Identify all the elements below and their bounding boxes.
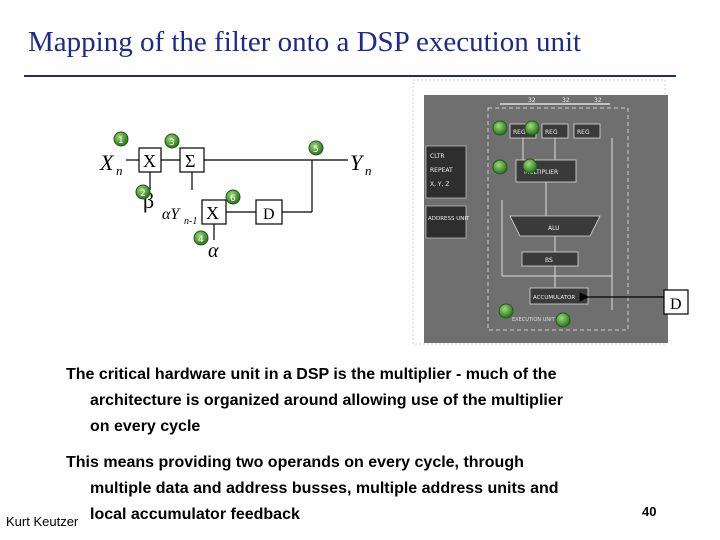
para2-line3: local accumulator feedback <box>90 506 300 523</box>
photo-step-marker-1 <box>492 120 508 136</box>
paragraph-operands: This means providing two operands on eve… <box>66 450 666 528</box>
input-x-subscript: n <box>116 163 123 178</box>
register-3 <box>573 123 601 139</box>
address-unit-label: ADDRESS UNIT <box>428 216 470 222</box>
step-marker-2: 2 <box>135 184 151 200</box>
feedback-label: αY <box>162 206 181 223</box>
bs-label: BS <box>545 257 553 264</box>
multiplier-1-symbol: X <box>143 151 156 171</box>
cltr-label: CLTR <box>430 153 445 160</box>
svg-text:REG: REG <box>545 129 558 136</box>
beta-coefficient: β <box>143 188 154 213</box>
step-marker-5: 5 <box>308 140 324 156</box>
alpha-coefficient: α <box>208 240 219 262</box>
title-underline <box>24 75 676 77</box>
svg-text:5: 5 <box>313 145 319 155</box>
barrel-shifter-block <box>521 251 579 267</box>
para2-line2: multiple data and address busses, multip… <box>90 480 559 497</box>
execution-unit-outline <box>487 107 629 331</box>
svg-text:2: 2 <box>140 189 146 199</box>
para2-line1: This means providing two operands on eve… <box>66 454 524 471</box>
output-y-label: Y <box>350 150 365 175</box>
filter-signal-flow-graph: X n X β Σ Y n αY n-1 X α D <box>99 131 372 262</box>
multiplier-2-symbol: X <box>206 203 219 223</box>
multiplier-label: MULTIPLIER <box>524 169 558 176</box>
delay-symbol: D <box>263 206 275 223</box>
photo-step-marker-3 <box>492 159 508 175</box>
photo-step-marker-5 <box>498 303 514 319</box>
delay-callout-label: D <box>670 296 682 313</box>
page-number: 40 <box>642 504 657 519</box>
svg-text:1: 1 <box>118 136 124 146</box>
svg-text:REG: REG <box>577 129 590 136</box>
step-marker-3: 3 <box>164 133 180 149</box>
slide-title: Mapping of the filter onto a DSP executi… <box>28 26 582 58</box>
repeat-label: REPEAT <box>430 167 453 174</box>
photo-step-marker-2 <box>524 120 540 136</box>
address-unit-block <box>425 205 467 239</box>
step-marker-4: 4 <box>193 230 209 246</box>
bus-width-3: 32 <box>594 97 602 104</box>
para1-line3: on every cycle <box>90 418 201 435</box>
svg-text:3: 3 <box>169 138 175 148</box>
alu-label: ALU <box>548 225 560 232</box>
bus-width-1: 32 <box>528 97 536 104</box>
execution-unit-label: EXECUTION UNIT <box>512 317 556 323</box>
feedback-subscript: n-1 <box>184 216 197 227</box>
paragraph-multiplier: The critical hardware unit in a DSP is t… <box>66 362 666 440</box>
author-name: Kurt Keutzer <box>6 514 79 529</box>
bus-width-2: 32 <box>562 97 570 104</box>
sum-symbol: Σ <box>185 151 195 171</box>
para1-line1: The critical hardware unit in a DSP is t… <box>66 366 557 383</box>
svg-text:REG: REG <box>513 129 526 136</box>
dsp-execution-unit-figure: 32 32 32 CLTR REPEAT X, Y, Z ADDRESS UNI… <box>412 79 668 345</box>
xyz-label: X, Y, Z <box>430 181 450 188</box>
step-marker-6: 6 <box>225 189 241 205</box>
input-x-label: X <box>99 150 115 175</box>
output-y-subscript: n <box>365 163 372 178</box>
photo-step-marker-4 <box>522 158 538 174</box>
delay-callout-box <box>663 289 689 315</box>
control-block <box>425 145 467 199</box>
delay-box <box>255 199 283 225</box>
svg-text:4: 4 <box>198 235 204 245</box>
photo-step-marker-6 <box>555 312 571 328</box>
para1-line2: architecture is organized around allowin… <box>90 392 563 409</box>
accumulator-label: ACCUMULATOR <box>533 295 575 301</box>
svg-text:6: 6 <box>230 194 236 204</box>
filter-mapping-diagram: X n X β Σ Y n αY n-1 X α D <box>99 79 689 345</box>
delay-callout: D <box>579 289 689 315</box>
alu-block <box>509 215 601 237</box>
step-marker-1: 1 <box>113 131 129 147</box>
